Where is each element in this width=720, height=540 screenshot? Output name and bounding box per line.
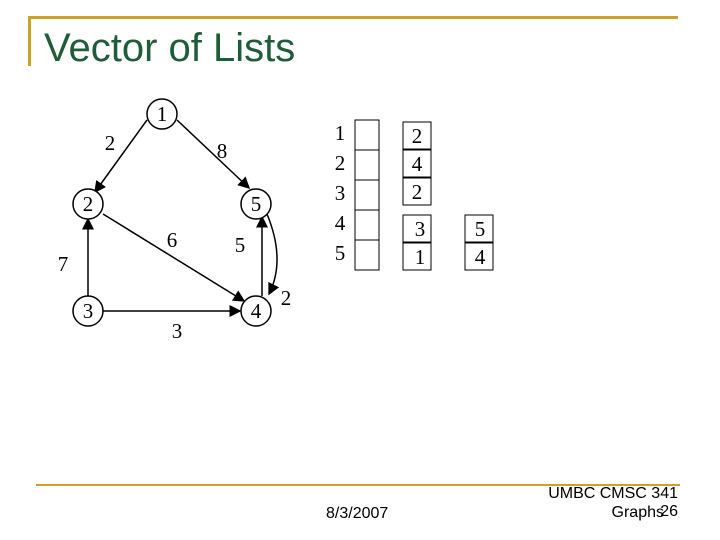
vector-cell-5 — [354, 239, 380, 271]
footer-date: 8/3/2007 — [326, 505, 389, 522]
list-node-5-2 — [464, 242, 494, 271]
list-node-2-1 — [402, 149, 432, 178]
list-value-4-1: 3 — [415, 217, 426, 241]
weight-3-4: 3 — [172, 319, 183, 343]
node-1-circle — [146, 98, 178, 130]
list-value-3-1: 2 — [412, 180, 423, 204]
node-4-label: 4 — [251, 299, 262, 323]
node-2-circle — [72, 188, 104, 220]
footer-page-number: 26 — [660, 503, 678, 520]
node-3-circle — [72, 295, 104, 327]
node-2-label: 2 — [83, 192, 94, 216]
vector-index-4: 4 — [335, 211, 346, 235]
node-5-label: 5 — [251, 192, 262, 216]
footer-course: UMBC CMSC 341 Graphs — [548, 484, 678, 522]
footer-topic: Graphs — [611, 504, 664, 521]
list-value-2-1: 4 — [412, 152, 423, 176]
weight-4-5: 5 — [235, 233, 246, 257]
list-value-4-2: 5 — [475, 217, 486, 241]
list-node-5-1 — [402, 242, 432, 271]
vector-index-1: 1 — [335, 121, 346, 145]
list-node-4-1 — [402, 214, 432, 243]
edge-1-2 — [94, 119, 148, 194]
title-accent-bar — [28, 16, 678, 19]
vector-cell-1 — [354, 119, 380, 151]
footer-accent-line — [36, 484, 680, 486]
node-1-label: 1 — [157, 102, 168, 126]
node-5-circle — [240, 188, 272, 220]
weight-5-4: 2 — [281, 286, 292, 310]
weight-1-5: 8 — [217, 139, 228, 163]
list-value-1-1: 2 — [412, 124, 423, 148]
edge-1-5 — [176, 119, 251, 190]
weight-2-4: 6 — [167, 228, 178, 252]
list-value-5-1: 1 — [415, 245, 426, 269]
list-node-3-1 — [402, 177, 432, 206]
edge-2-4 — [102, 213, 246, 302]
vector-index-5: 5 — [335, 241, 346, 265]
weight-3-2: 7 — [58, 252, 69, 276]
title-accent-bar-left — [28, 16, 31, 66]
vector-index-2: 2 — [335, 151, 346, 175]
vector-cell-2 — [354, 149, 380, 181]
vector-cell-3 — [354, 179, 380, 211]
vector-cell-4 — [354, 209, 380, 241]
weight-1-2: 2 — [105, 131, 116, 155]
node-4-circle — [240, 295, 272, 327]
slide-title: Vector of Lists — [44, 26, 296, 70]
edge-5-4 — [266, 213, 280, 296]
node-3-label: 3 — [83, 299, 94, 323]
vector-index-3: 3 — [335, 181, 346, 205]
list-value-5-2: 4 — [475, 245, 486, 269]
list-node-4-2 — [464, 214, 494, 243]
list-node-1-1 — [402, 121, 432, 150]
footer-course-name: UMBC CMSC 341 — [548, 485, 678, 502]
